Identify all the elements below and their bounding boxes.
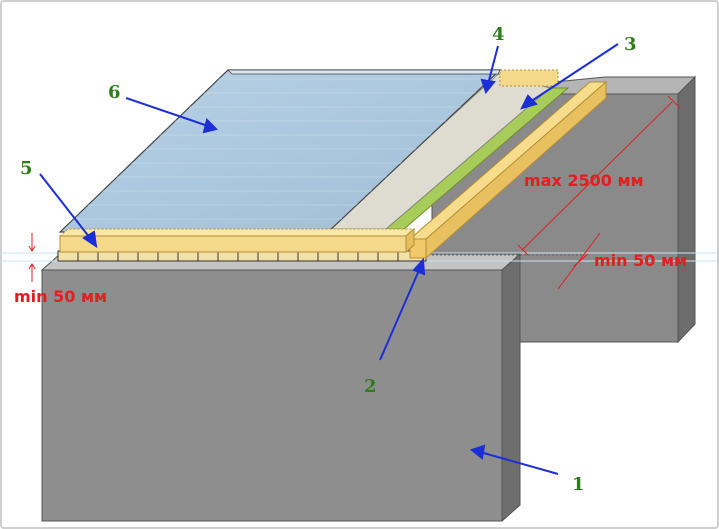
label-4: 4 <box>492 24 505 45</box>
label-1: 1 <box>572 474 585 495</box>
span-dimension-line <box>521 101 673 251</box>
glass-texture <box>60 70 500 232</box>
arrow-3 <box>529 43 619 103</box>
front-block-front <box>41 269 503 522</box>
span-dimension-text: max 2500 мм <box>524 171 644 190</box>
right-support-dimension-text: min 50 мм <box>594 251 687 270</box>
dimension-lines <box>28 95 681 290</box>
arrow-4 <box>487 45 499 85</box>
label-3: 3 <box>624 34 637 55</box>
front-concrete-support <box>40 252 522 523</box>
label-6: 6 <box>108 82 121 103</box>
pointer-arrows <box>39 43 619 475</box>
support-dimension-line <box>557 232 601 290</box>
beam-5-top <box>58 228 416 237</box>
beam-5-side <box>405 227 415 254</box>
arrow-1 <box>479 451 559 475</box>
label-2: 2 <box>364 376 377 397</box>
back-block-side <box>677 75 696 344</box>
front-cross-beam <box>58 227 416 254</box>
left-support-dimension-text: min 50 мм <box>14 287 107 306</box>
rear-beam-end <box>499 69 559 87</box>
glass-edge <box>227 69 501 75</box>
arrow-5 <box>39 173 91 239</box>
arrow-2 <box>379 267 421 361</box>
beam-5-front <box>59 235 407 253</box>
label-5: 5 <box>20 158 33 179</box>
front-block-side <box>501 252 521 523</box>
arrow-6 <box>125 97 209 127</box>
beam-2-side <box>425 80 607 260</box>
glass-panel <box>58 69 502 233</box>
